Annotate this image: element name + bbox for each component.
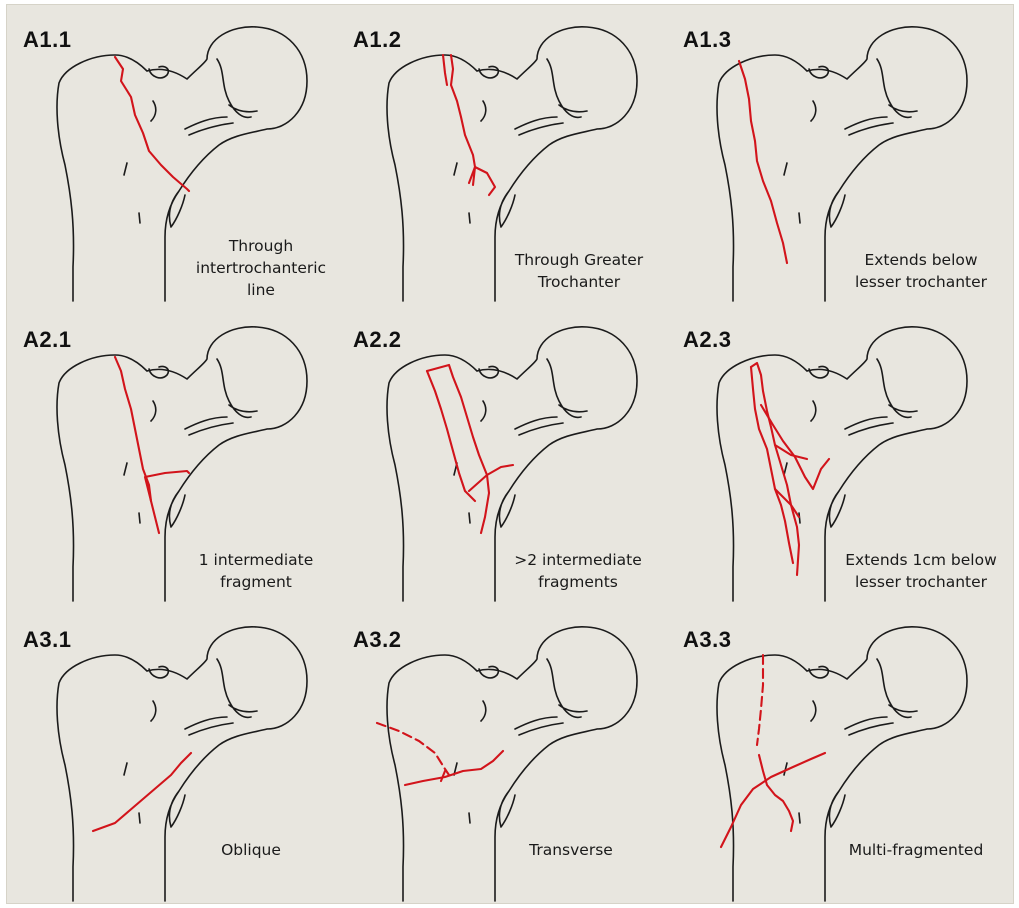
panel-a1-1: A1.1 Through intertrochanteric line [11, 5, 341, 301]
fracture-lines [377, 723, 503, 785]
description-line: Multi-fragmented [821, 839, 1011, 861]
panel-a2-2: A2.2 >2 intermediate fragments [341, 305, 671, 601]
panel-code: A1.3 [683, 27, 731, 53]
description-line: >2 intermediate [483, 549, 673, 571]
panel-code: A3.1 [23, 627, 71, 653]
panel-description: Through intertrochanteric line [186, 235, 336, 301]
fracture-lines [751, 363, 829, 575]
femur-detail-mark [784, 163, 787, 175]
description-line: Oblique [191, 839, 311, 861]
femur-detail-mark [454, 163, 457, 175]
panel-description: Through Greater Trochanter [489, 249, 669, 293]
panel-a1-2: A1.2 Through Greater Trochanter [341, 5, 671, 301]
description-line: Extends below [831, 249, 1011, 271]
fracture-classification-figure: A1.1 Through intertrochanteric line A1.2… [6, 4, 1014, 904]
femur-detail-mark [124, 163, 127, 175]
femur-detail-mark [799, 813, 800, 823]
description-line: Extends 1cm below [821, 549, 1019, 571]
description-line: lesser trochanter [821, 571, 1019, 593]
panel-code: A1.2 [353, 27, 401, 53]
femur-detail-mark [469, 513, 470, 523]
description-line: lesser trochanter [831, 271, 1011, 293]
panel-description: Extends 1cm below lesser trochanter [821, 549, 1019, 593]
fracture-lines [115, 357, 189, 533]
description-line: Through [186, 235, 336, 257]
femur-detail-mark [139, 813, 140, 823]
fracture-lines [115, 57, 189, 191]
panel-a3-3: A3.3 Multi-fragmented [671, 605, 1001, 901]
description-line: fragment [171, 571, 341, 593]
fracture-lines [739, 61, 787, 263]
femur-detail-mark [469, 813, 470, 823]
panel-description: Multi-fragmented [821, 839, 1011, 861]
femur-detail-mark [124, 463, 127, 475]
femur-detail-mark [139, 513, 140, 523]
panel-a3-2: A3.2 Transverse [341, 605, 671, 901]
panel-code: A1.1 [23, 27, 71, 53]
description-line: 1 intermediate [171, 549, 341, 571]
panel-description: >2 intermediate fragments [483, 549, 673, 593]
femur-detail-mark [139, 213, 140, 223]
panel-code: A2.3 [683, 327, 731, 353]
femur-detail-mark [799, 213, 800, 223]
panel-code: A2.1 [23, 327, 71, 353]
panel-a2-1: A2.1 1 intermediate fragment [11, 305, 341, 601]
description-line: line [186, 279, 336, 301]
fracture-lines [443, 55, 495, 195]
femur-detail-mark [124, 763, 127, 775]
panel-description: 1 intermediate fragment [171, 549, 341, 593]
panel-description: Transverse [501, 839, 641, 861]
panel-description: Oblique [191, 839, 311, 861]
description-line: intertrochanteric [186, 257, 336, 279]
description-line: Through Greater [489, 249, 669, 271]
panel-code: A2.2 [353, 327, 401, 353]
panel-a3-1: A3.1 Oblique [11, 605, 341, 901]
panel-a1-3: A1.3 Extends below lesser trochanter [671, 5, 1001, 301]
fracture-lines [721, 655, 825, 847]
description-line: Transverse [501, 839, 641, 861]
panel-a2-3: A2.3 Extends 1cm below lesser trochanter [671, 305, 1001, 601]
panel-code: A3.3 [683, 627, 731, 653]
description-line: Trochanter [489, 271, 669, 293]
femur-detail-mark [469, 213, 470, 223]
description-line: fragments [483, 571, 673, 593]
panel-description: Extends below lesser trochanter [831, 249, 1011, 293]
panel-code: A3.2 [353, 627, 401, 653]
